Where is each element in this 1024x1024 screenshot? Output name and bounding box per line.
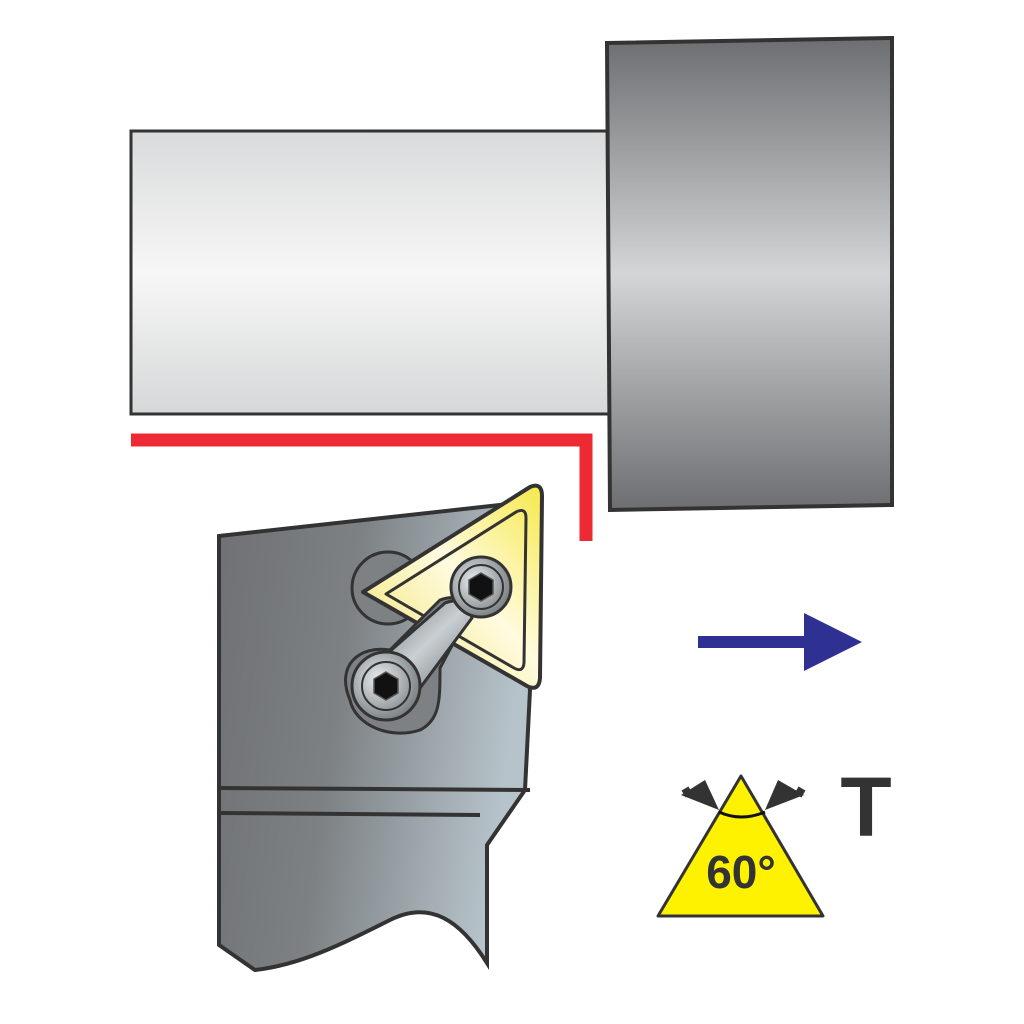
feed-arrow-icon [698,613,862,671]
insert-screw [449,555,513,619]
angle-arc [718,810,766,819]
shape-code-label: T [840,760,891,854]
hex-socket-icon [468,572,494,602]
insert-angle-label: 60° [706,846,776,898]
insert-angle-symbol: 60° [656,774,825,918]
angle-marker-left-icon [681,780,719,810]
angle-marker-right-icon [765,780,804,810]
workpiece [129,129,613,416]
chuck [604,35,894,513]
hex-socket-icon [373,671,399,701]
clamp-screw [350,650,422,722]
holder-line-upper [220,786,531,792]
holder-line-lower [220,811,481,817]
insert-chipbreaker [384,509,528,672]
toolpath [131,433,593,541]
